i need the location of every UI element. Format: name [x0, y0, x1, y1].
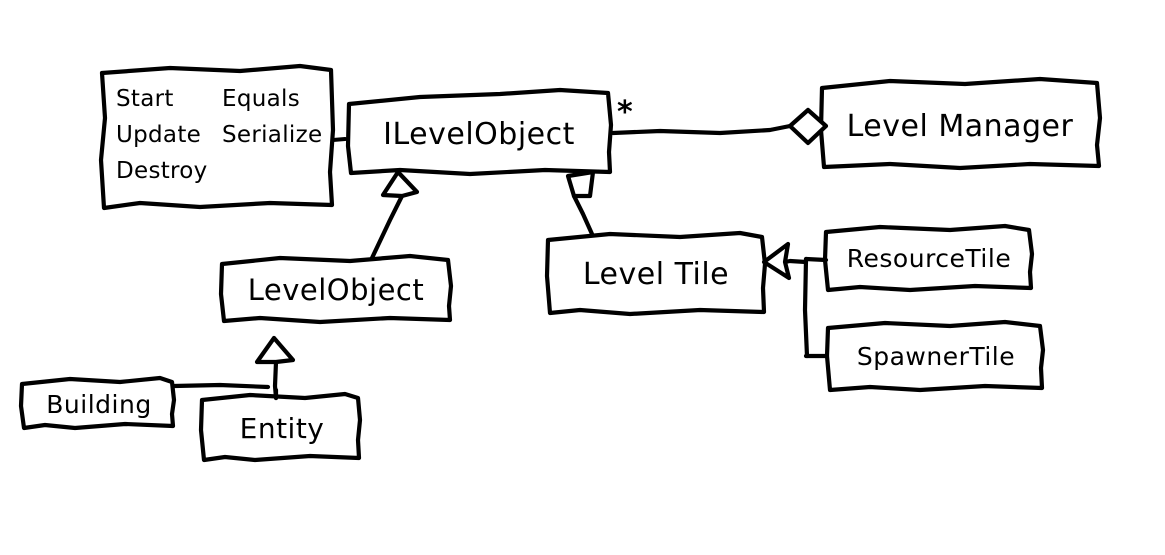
- note-box-outline: [98, 63, 336, 211]
- leveltile-box-outline: [544, 230, 768, 317]
- node-ilevelobject[interactable]: [348, 90, 611, 174]
- note-box[interactable]: [101, 66, 333, 208]
- aggregation-line-levelmanager: [610, 123, 793, 136]
- node-building[interactable]: [21, 378, 174, 428]
- generalization-triangle-leveltile-right: [761, 241, 792, 281]
- generalization-triangle-leveltile: [565, 169, 596, 199]
- generalization-line-resourcetile: [803, 256, 829, 263]
- node-leveltile[interactable]: [547, 233, 765, 313]
- node-spawnertile[interactable]: [827, 322, 1043, 390]
- building-box-outline: [18, 375, 177, 431]
- generalization-line-building: [171, 382, 271, 390]
- generalization-line-levelobject: [369, 193, 405, 261]
- entity-box-outline: [198, 391, 363, 463]
- generalization-line-leveltile: [571, 193, 595, 237]
- node-entity[interactable]: [201, 394, 360, 460]
- resourcetile-box-outline: [822, 223, 1035, 293]
- ilevelobject-box-outline: [345, 87, 614, 177]
- note-link-line: [331, 137, 347, 142]
- spawnertile-box-outline: [824, 319, 1046, 393]
- aggregation-diamond: [787, 107, 829, 146]
- generalization-triangle-levelobject-bottom: [254, 335, 296, 365]
- levelobject-box-outline: [218, 253, 454, 325]
- generalization-trunk-tiles: [802, 256, 810, 359]
- generalization-triangle-levelobject: [380, 169, 420, 199]
- node-resourcetile[interactable]: [825, 226, 1032, 290]
- generalization-line-to-leveltile: [782, 258, 809, 265]
- levelmanager-box-outline: [818, 76, 1103, 171]
- node-levelobject[interactable]: [221, 256, 451, 322]
- node-levelmanager[interactable]: [821, 79, 1100, 167]
